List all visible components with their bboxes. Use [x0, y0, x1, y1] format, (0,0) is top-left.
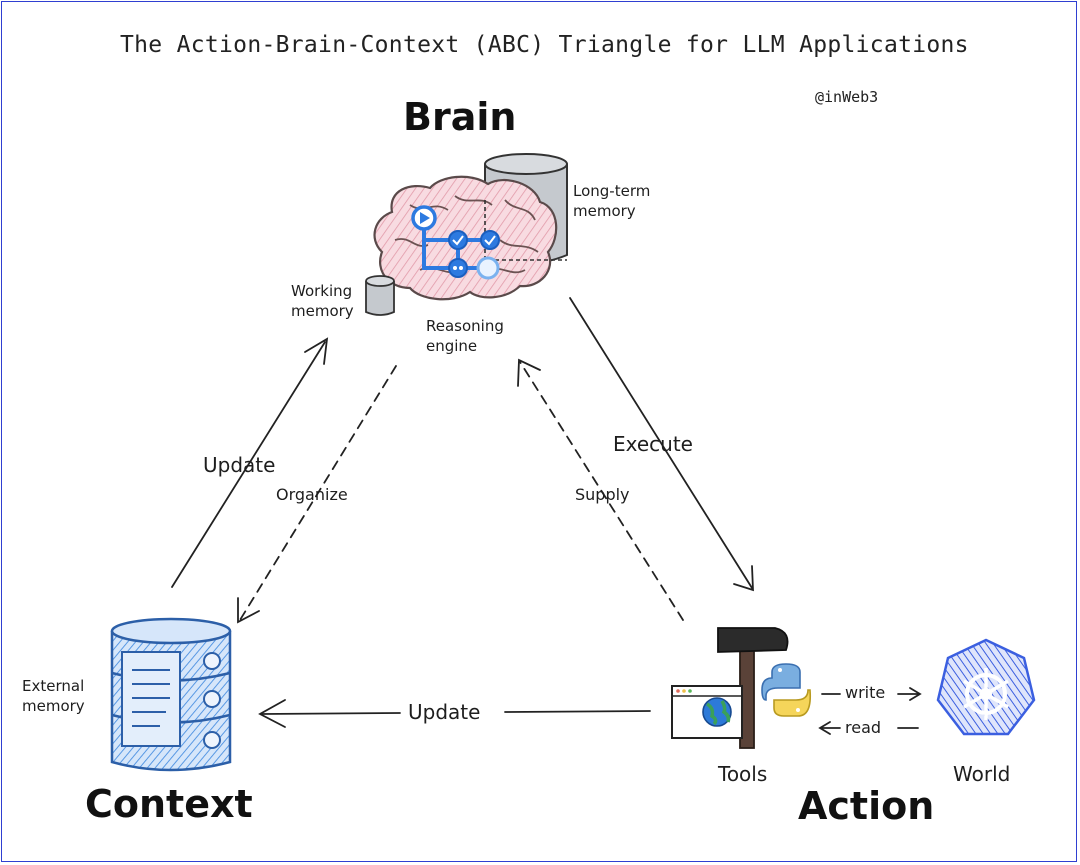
edge-label-context-to-brain: Update	[203, 453, 276, 477]
author-handle: @inWeb3	[815, 88, 879, 106]
edge-label-action-to-brain: Supply	[575, 485, 630, 504]
hammer-icon	[717, 627, 789, 749]
edge-label-brain-to-action: Execute	[613, 432, 693, 456]
edge-label-action-to-context: Update	[408, 700, 481, 724]
context-node-label: Context	[85, 782, 253, 826]
arrow-brain-to-context	[237, 365, 397, 624]
edge-label-tools-to-world: write	[845, 683, 886, 702]
python-icon	[761, 663, 812, 717]
edge-label-brain-to-context: Organize	[276, 485, 348, 504]
arrow-context-to-brain	[171, 337, 329, 588]
arrow-brain-to-action	[569, 297, 754, 592]
database-icon	[110, 617, 232, 772]
arrow-action-to-brain	[517, 358, 684, 621]
world-label: World	[953, 762, 1011, 786]
action-node-label: Action	[798, 784, 935, 828]
arrow-tools-world	[818, 687, 922, 735]
reasoning-flow-icon	[411, 205, 500, 280]
brain-node-label: Brain	[403, 95, 517, 139]
globe-icon	[702, 697, 732, 727]
long-term-memory-label: Long-term memory	[573, 182, 651, 221]
working-memory-label: Working memory	[291, 282, 354, 321]
working-memory-cylinder-icon	[365, 275, 395, 316]
kubernetes-wheel-icon	[936, 638, 1036, 736]
reasoning-engine-label: Reasoning engine	[426, 317, 504, 356]
external-memory-label: External memory	[22, 677, 85, 716]
arrow-action-to-context	[258, 699, 651, 728]
edge-label-world-to-tools: read	[845, 718, 882, 737]
tools-label: Tools	[718, 762, 768, 786]
diagram-title: The Action-Brain-Context (ABC) Triangle …	[120, 32, 969, 58]
